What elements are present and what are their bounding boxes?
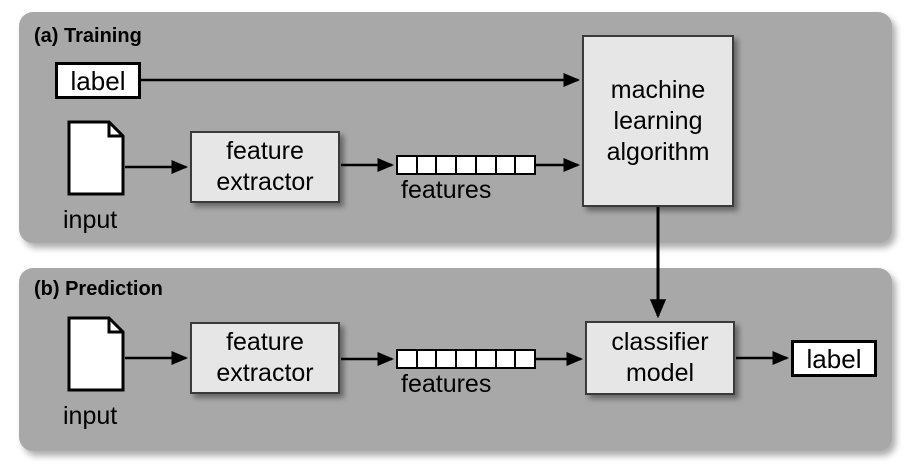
document-page-icon bbox=[67, 316, 125, 392]
ml-algorithm-line1: machine bbox=[610, 75, 706, 104]
training-label-box: label bbox=[55, 62, 141, 99]
classifier-model-line1: classifier bbox=[611, 328, 709, 356]
feature-cell bbox=[496, 351, 517, 367]
feature-cell bbox=[457, 157, 477, 173]
training-feature-extractor-line1: feature bbox=[226, 137, 304, 165]
prediction-output-label-text: label bbox=[806, 343, 862, 374]
feature-cell bbox=[457, 351, 477, 367]
feature-cell bbox=[398, 157, 418, 173]
document-page-icon bbox=[67, 120, 125, 196]
feature-cell bbox=[476, 157, 497, 173]
feature-cell bbox=[516, 351, 535, 367]
feature-cell bbox=[437, 351, 458, 367]
training-features-caption: features bbox=[401, 176, 492, 204]
training-feature-extractor-line2: extractor bbox=[216, 168, 314, 196]
prediction-features-caption: features bbox=[401, 370, 492, 398]
ml-algorithm-line3: algorithm bbox=[606, 137, 710, 166]
training-feature-vector bbox=[396, 155, 536, 175]
feature-cell bbox=[476, 351, 497, 367]
panel-training bbox=[19, 12, 892, 243]
prediction-feature-vector bbox=[396, 349, 536, 369]
machine-learning-algorithm-box: machine learning algorithm bbox=[582, 35, 734, 207]
prediction-feature-extractor-line2: extractor bbox=[216, 359, 314, 387]
training-input-caption: input bbox=[63, 206, 118, 234]
prediction-output-label-box: label bbox=[791, 340, 877, 377]
feature-cell bbox=[417, 351, 438, 367]
panel-training-title: (a) Training bbox=[34, 25, 142, 47]
training-label-text: label bbox=[70, 65, 126, 96]
feature-cell bbox=[516, 157, 535, 173]
feature-cell bbox=[496, 157, 517, 173]
ml-algorithm-line2: learning bbox=[613, 106, 703, 135]
feature-cell bbox=[417, 157, 438, 173]
classifier-model-line2: model bbox=[625, 359, 695, 387]
training-feature-extractor-box: feature extractor bbox=[190, 131, 340, 203]
prediction-input-caption: input bbox=[63, 402, 118, 430]
panel-prediction-title: (b) Prediction bbox=[34, 278, 163, 300]
feature-cell bbox=[398, 351, 418, 367]
feature-cell bbox=[437, 157, 458, 173]
prediction-feature-extractor-box: feature extractor bbox=[190, 322, 340, 394]
prediction-feature-extractor-line1: feature bbox=[226, 328, 304, 356]
classifier-model-box: classifier model bbox=[585, 321, 735, 395]
